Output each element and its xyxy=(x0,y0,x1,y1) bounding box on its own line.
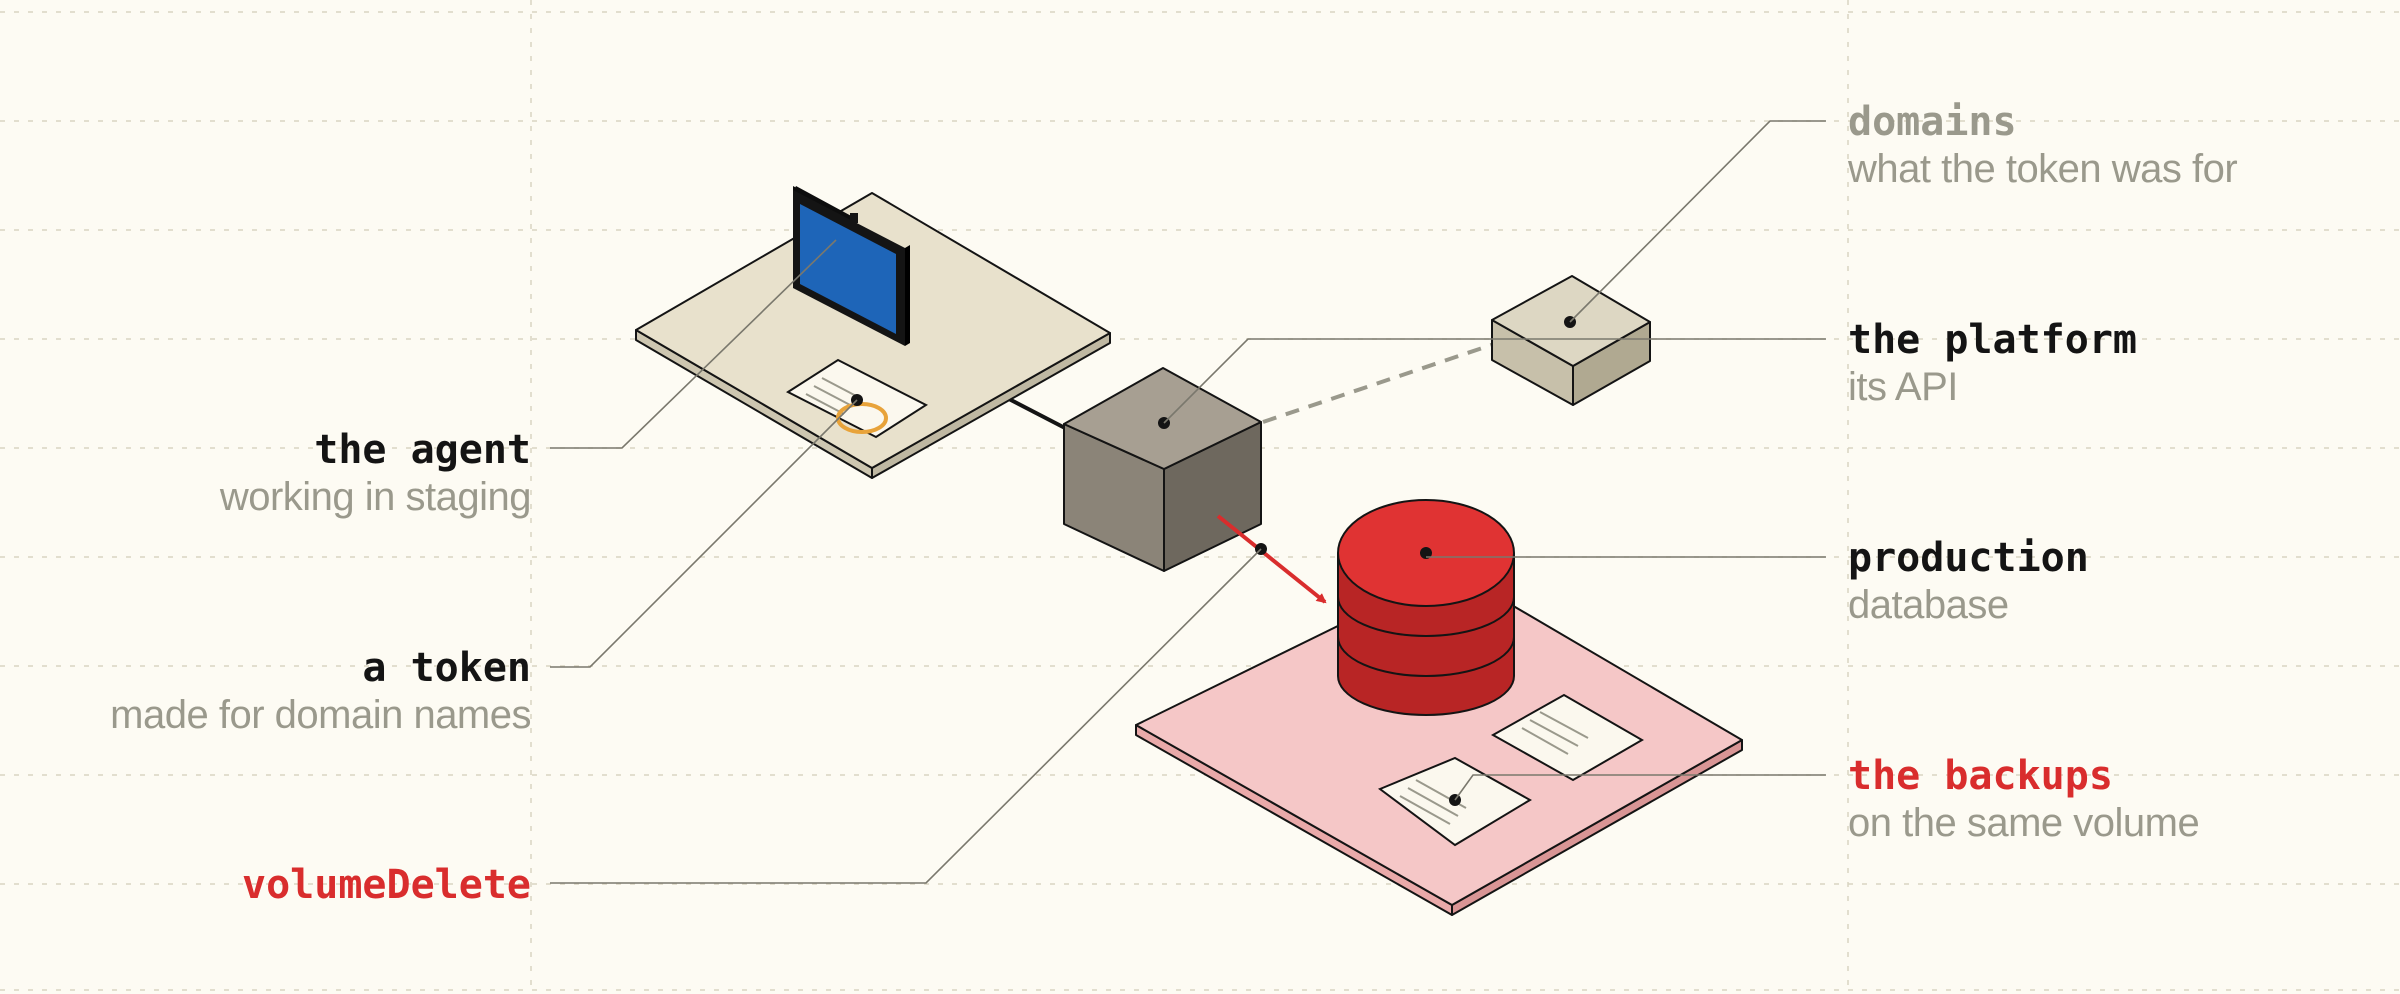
label-backups: the backups on the same volume xyxy=(1848,753,2200,847)
document-icon xyxy=(785,358,929,439)
database-icon xyxy=(1337,499,1515,716)
backups-documents xyxy=(1377,693,1644,847)
label-token: a token made for domain names xyxy=(110,645,531,739)
label-database: production database xyxy=(1848,535,2089,629)
token-title: a token xyxy=(362,645,531,691)
agent-subtitle: working in staging xyxy=(219,475,532,519)
staging-plate xyxy=(635,192,1111,479)
monitor-icon xyxy=(793,186,910,346)
label-agent: the agent working in staging xyxy=(219,427,532,521)
cube-icon xyxy=(1063,367,1262,572)
platform-title: the platform xyxy=(1848,317,2137,363)
domains-title: domains xyxy=(1848,99,2017,145)
token-subtitle: made for domain names xyxy=(110,693,531,737)
label-domains: domains what the token was for xyxy=(1848,99,2238,193)
agent-title: the agent xyxy=(314,427,531,473)
volume-delete-arrow xyxy=(1216,514,1327,604)
label-platform: the platform its API xyxy=(1848,317,2137,411)
volume-delete-title: volumeDelete xyxy=(242,862,531,908)
platform-domains-connector xyxy=(1262,336,1513,424)
database-title: production xyxy=(1848,535,2089,581)
production-plate xyxy=(1135,569,1743,916)
domains-box xyxy=(1491,275,1651,406)
label-volume-delete: volumeDelete xyxy=(242,862,531,908)
platform-subtitle: its API xyxy=(1848,365,1958,409)
backups-subtitle: on the same volume xyxy=(1848,801,2200,845)
database-subtitle: database xyxy=(1848,583,2009,627)
domains-subtitle: what the token was for xyxy=(1848,147,2238,191)
leader-lines xyxy=(550,120,1826,884)
backups-title: the backups xyxy=(1848,753,2113,799)
